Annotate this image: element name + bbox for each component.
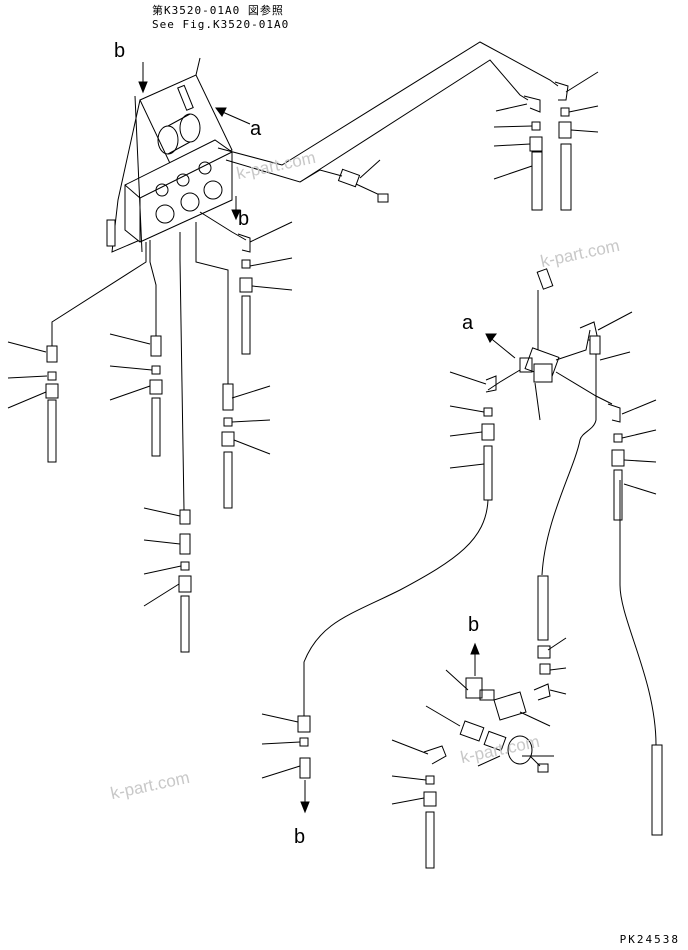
fitting-stack-bottom-left xyxy=(262,714,310,812)
label-b-topleft: b xyxy=(114,40,126,62)
label-a-top: a xyxy=(250,118,262,140)
fitting-stack-top-right-1 xyxy=(494,96,542,210)
reference-note-en: See Fig.K3520-01A0 xyxy=(152,18,290,31)
tube-segment-mid-right xyxy=(538,576,548,640)
solenoid-valve-right xyxy=(486,269,559,420)
arrow-b-block xyxy=(232,196,240,219)
fitting-stack-bottom-elbow xyxy=(392,740,446,868)
label-b-block: b xyxy=(238,208,250,230)
fitting-stack-right-c xyxy=(608,400,656,520)
tube-segment-far-right xyxy=(652,745,662,835)
fitting-stack-center xyxy=(144,508,191,652)
fitting-stack-bottom-right xyxy=(534,638,566,700)
label-a-right: a xyxy=(462,312,474,334)
fitting-stack-left-1 xyxy=(8,342,58,462)
tube-route-left xyxy=(52,212,246,510)
pressure-sensor-top xyxy=(338,160,388,202)
valve-bracket-assembly xyxy=(107,58,232,252)
fitting-stack-left-3 xyxy=(222,384,270,508)
fitting-stack-right-a xyxy=(450,372,496,500)
top-tube-route xyxy=(218,42,558,182)
arrow-b-topleft xyxy=(139,62,147,92)
fitting-stack-top-center xyxy=(238,222,292,354)
fitting-stack-left-2 xyxy=(110,334,162,456)
fitting-stack-top-right-2 xyxy=(555,72,598,210)
reference-note-jp: 第K3520-01A0 図参照 xyxy=(152,4,284,17)
drawing-code: PK24538 xyxy=(619,933,680,946)
tee-fitting-assembly xyxy=(426,644,554,772)
arrow-a-top xyxy=(216,108,250,124)
label-b-tee: b xyxy=(468,614,480,636)
fitting-stack-right-b xyxy=(580,312,632,360)
tube-route-right xyxy=(304,330,656,745)
label-b-bottom: b xyxy=(294,826,306,848)
